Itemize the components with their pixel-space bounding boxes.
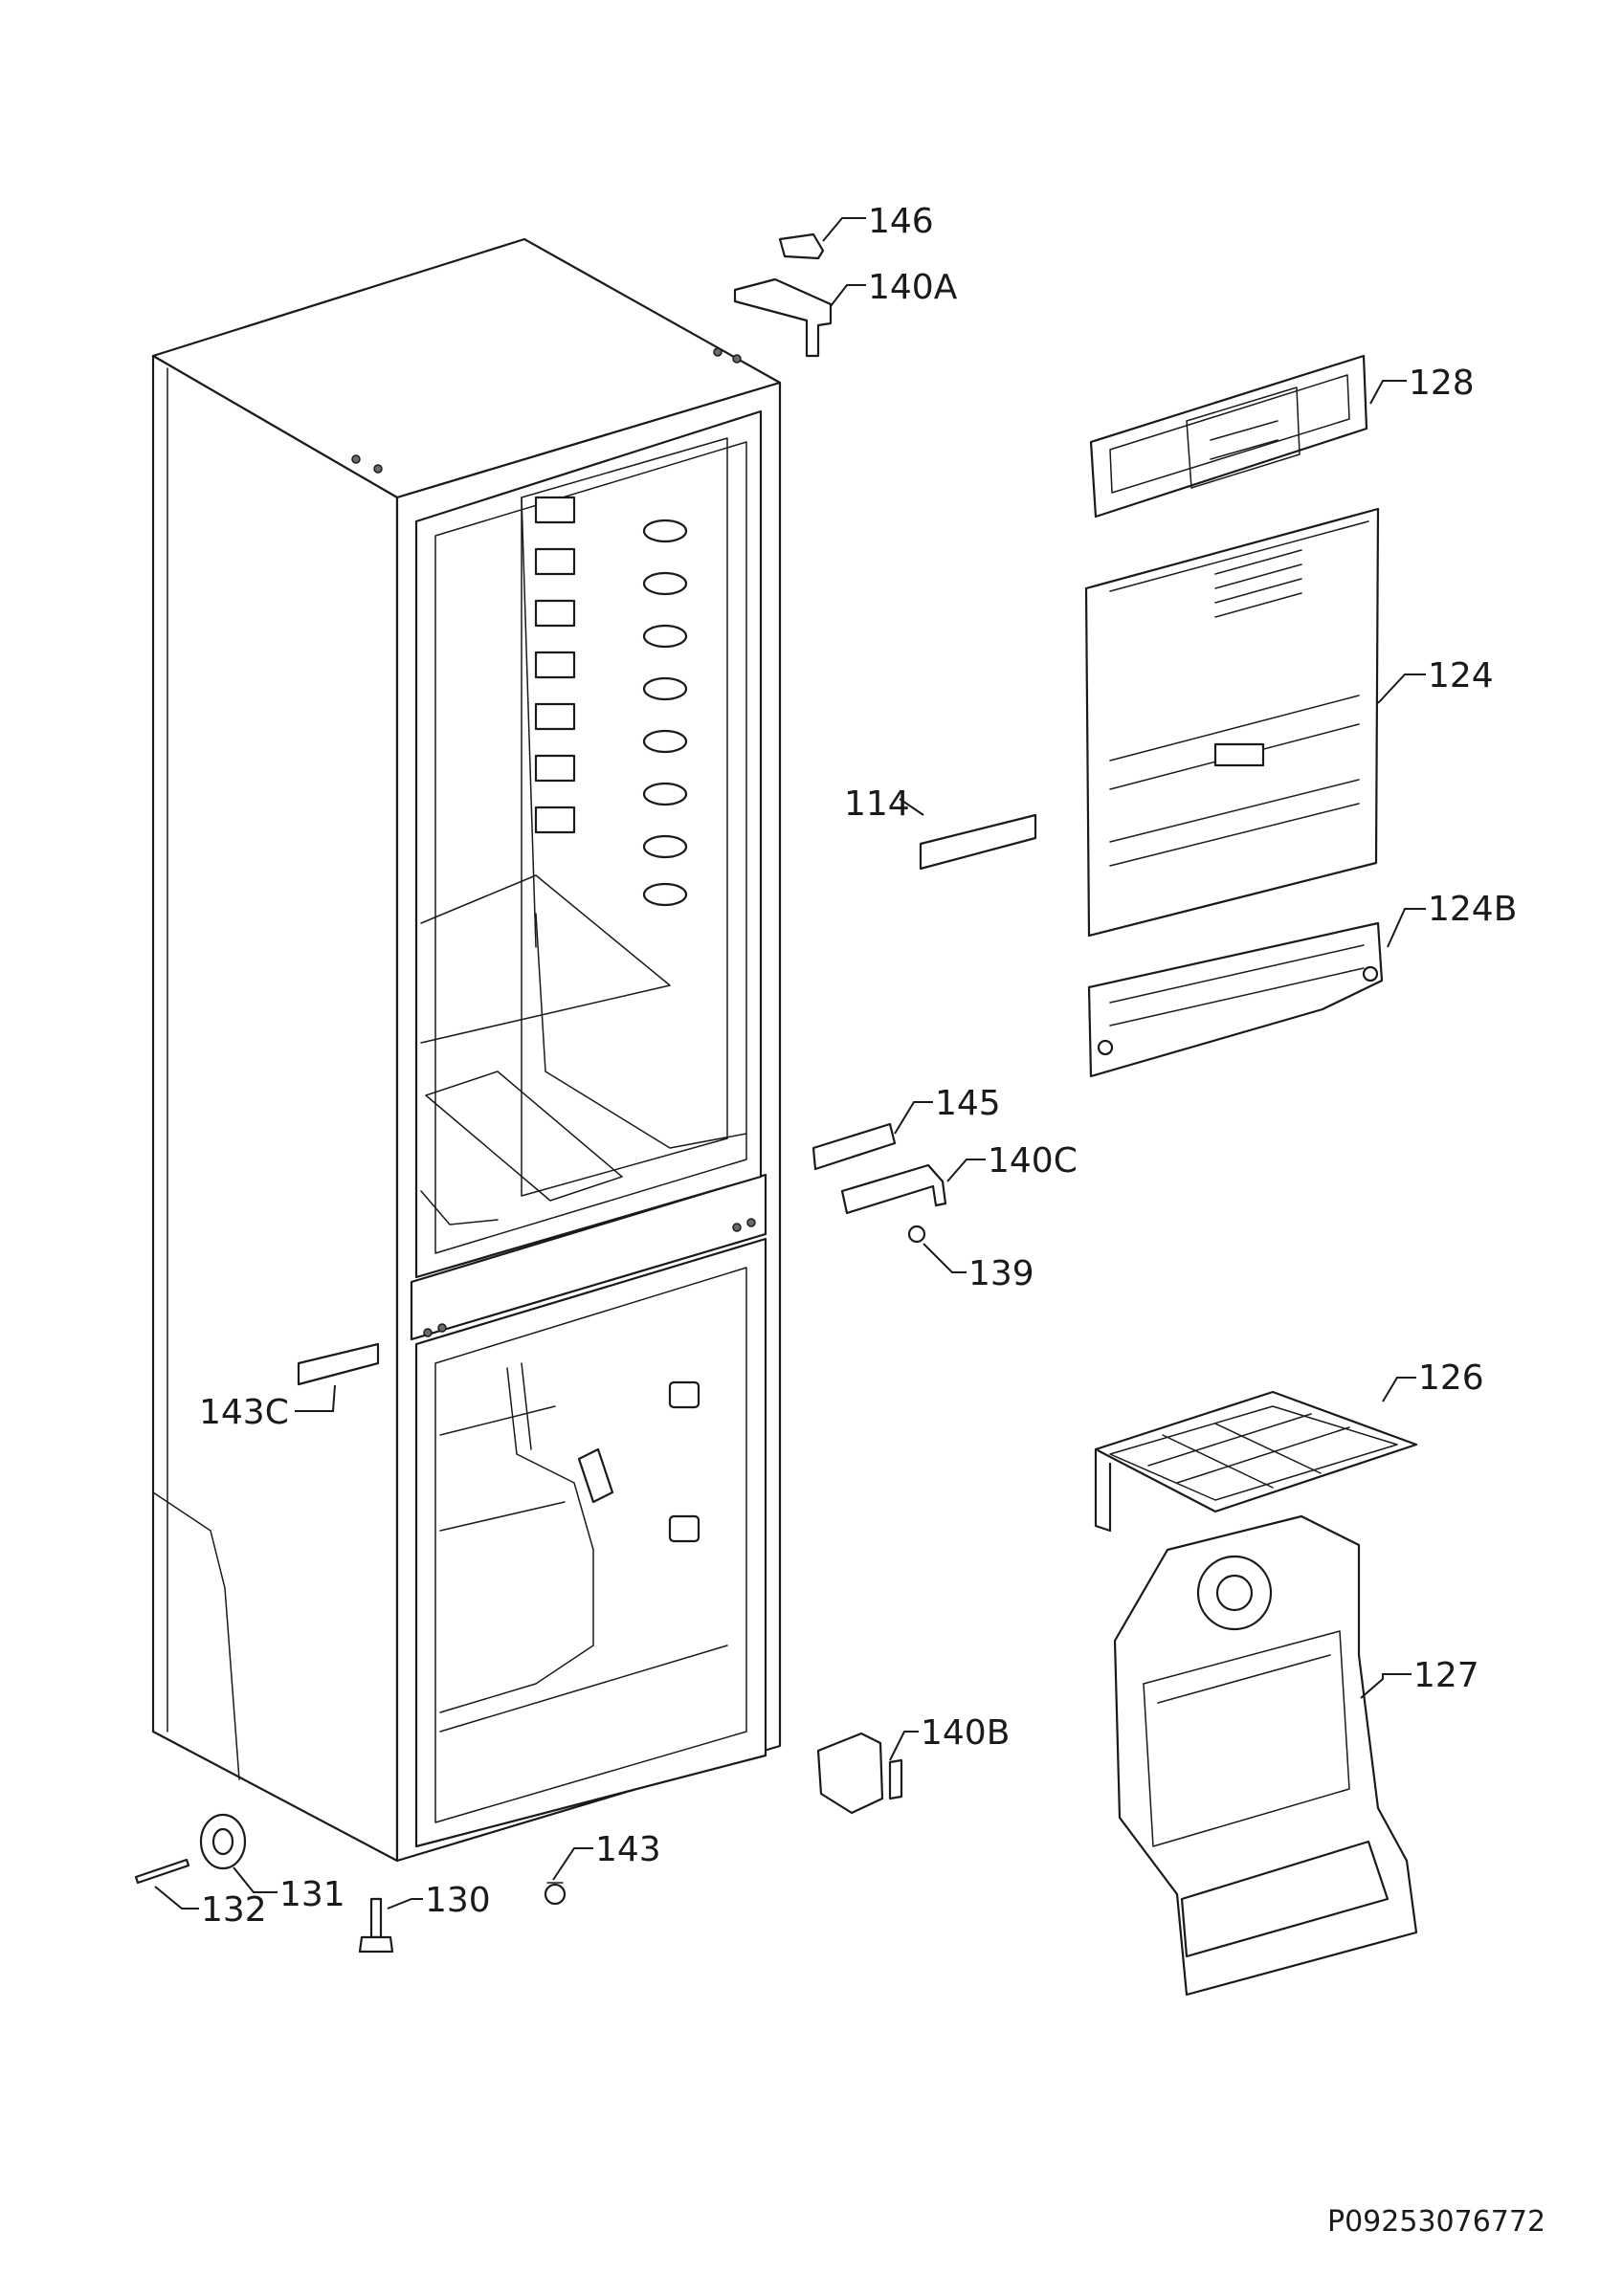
shelf-supports <box>534 496 576 834</box>
callout-132: 132 <box>201 1890 267 1930</box>
callout-124: 124 <box>1428 656 1494 695</box>
shelf-support-tabs <box>642 519 688 907</box>
roller-131 <box>199 1813 247 1870</box>
axle-pin-132 <box>134 1858 190 1885</box>
callout-145: 145 <box>935 1084 1001 1123</box>
hinge-plate-145 <box>812 1122 897 1171</box>
trim-strip-114 <box>919 813 1037 871</box>
callout-143: 143 <box>595 1830 661 1869</box>
callout-128: 128 <box>1409 364 1475 403</box>
callout-124b: 124B <box>1428 890 1517 929</box>
adjustable-foot-130 <box>358 1897 394 1954</box>
callout-140b: 140B <box>921 1713 1010 1753</box>
callout-143c: 143C <box>199 1393 289 1432</box>
document-number: P09253076772 <box>1327 2205 1545 2239</box>
callout-140a: 140A <box>868 268 958 307</box>
callout-139: 139 <box>968 1254 1034 1293</box>
callout-140c: 140C <box>988 1141 1078 1181</box>
callout-127: 127 <box>1413 1656 1479 1695</box>
control-panel-128 <box>1089 354 1368 519</box>
screw-139 <box>907 1225 926 1244</box>
cabinet <box>151 237 782 1863</box>
crisper-cover-124b <box>1087 921 1384 1078</box>
freezer-shelf-126 <box>1094 1390 1418 1533</box>
callout-126: 126 <box>1418 1358 1484 1398</box>
callout-114: 114 <box>844 784 910 824</box>
screw-cap-143 <box>544 1882 567 1906</box>
callout-146: 146 <box>868 202 934 241</box>
callout-130: 130 <box>425 1881 491 1920</box>
freezer-drawer-127 <box>1113 1514 1418 1997</box>
leader-lines <box>154 217 1426 1910</box>
hinge-cover-146 <box>778 232 825 260</box>
cover-panel-124 <box>1084 507 1380 938</box>
middle-hinge-140c <box>840 1163 947 1215</box>
label-plate-143c <box>297 1342 380 1386</box>
bottom-hinge-140b <box>816 1732 903 1815</box>
callout-131: 131 <box>279 1875 345 1914</box>
top-hinge-140a <box>733 277 833 358</box>
